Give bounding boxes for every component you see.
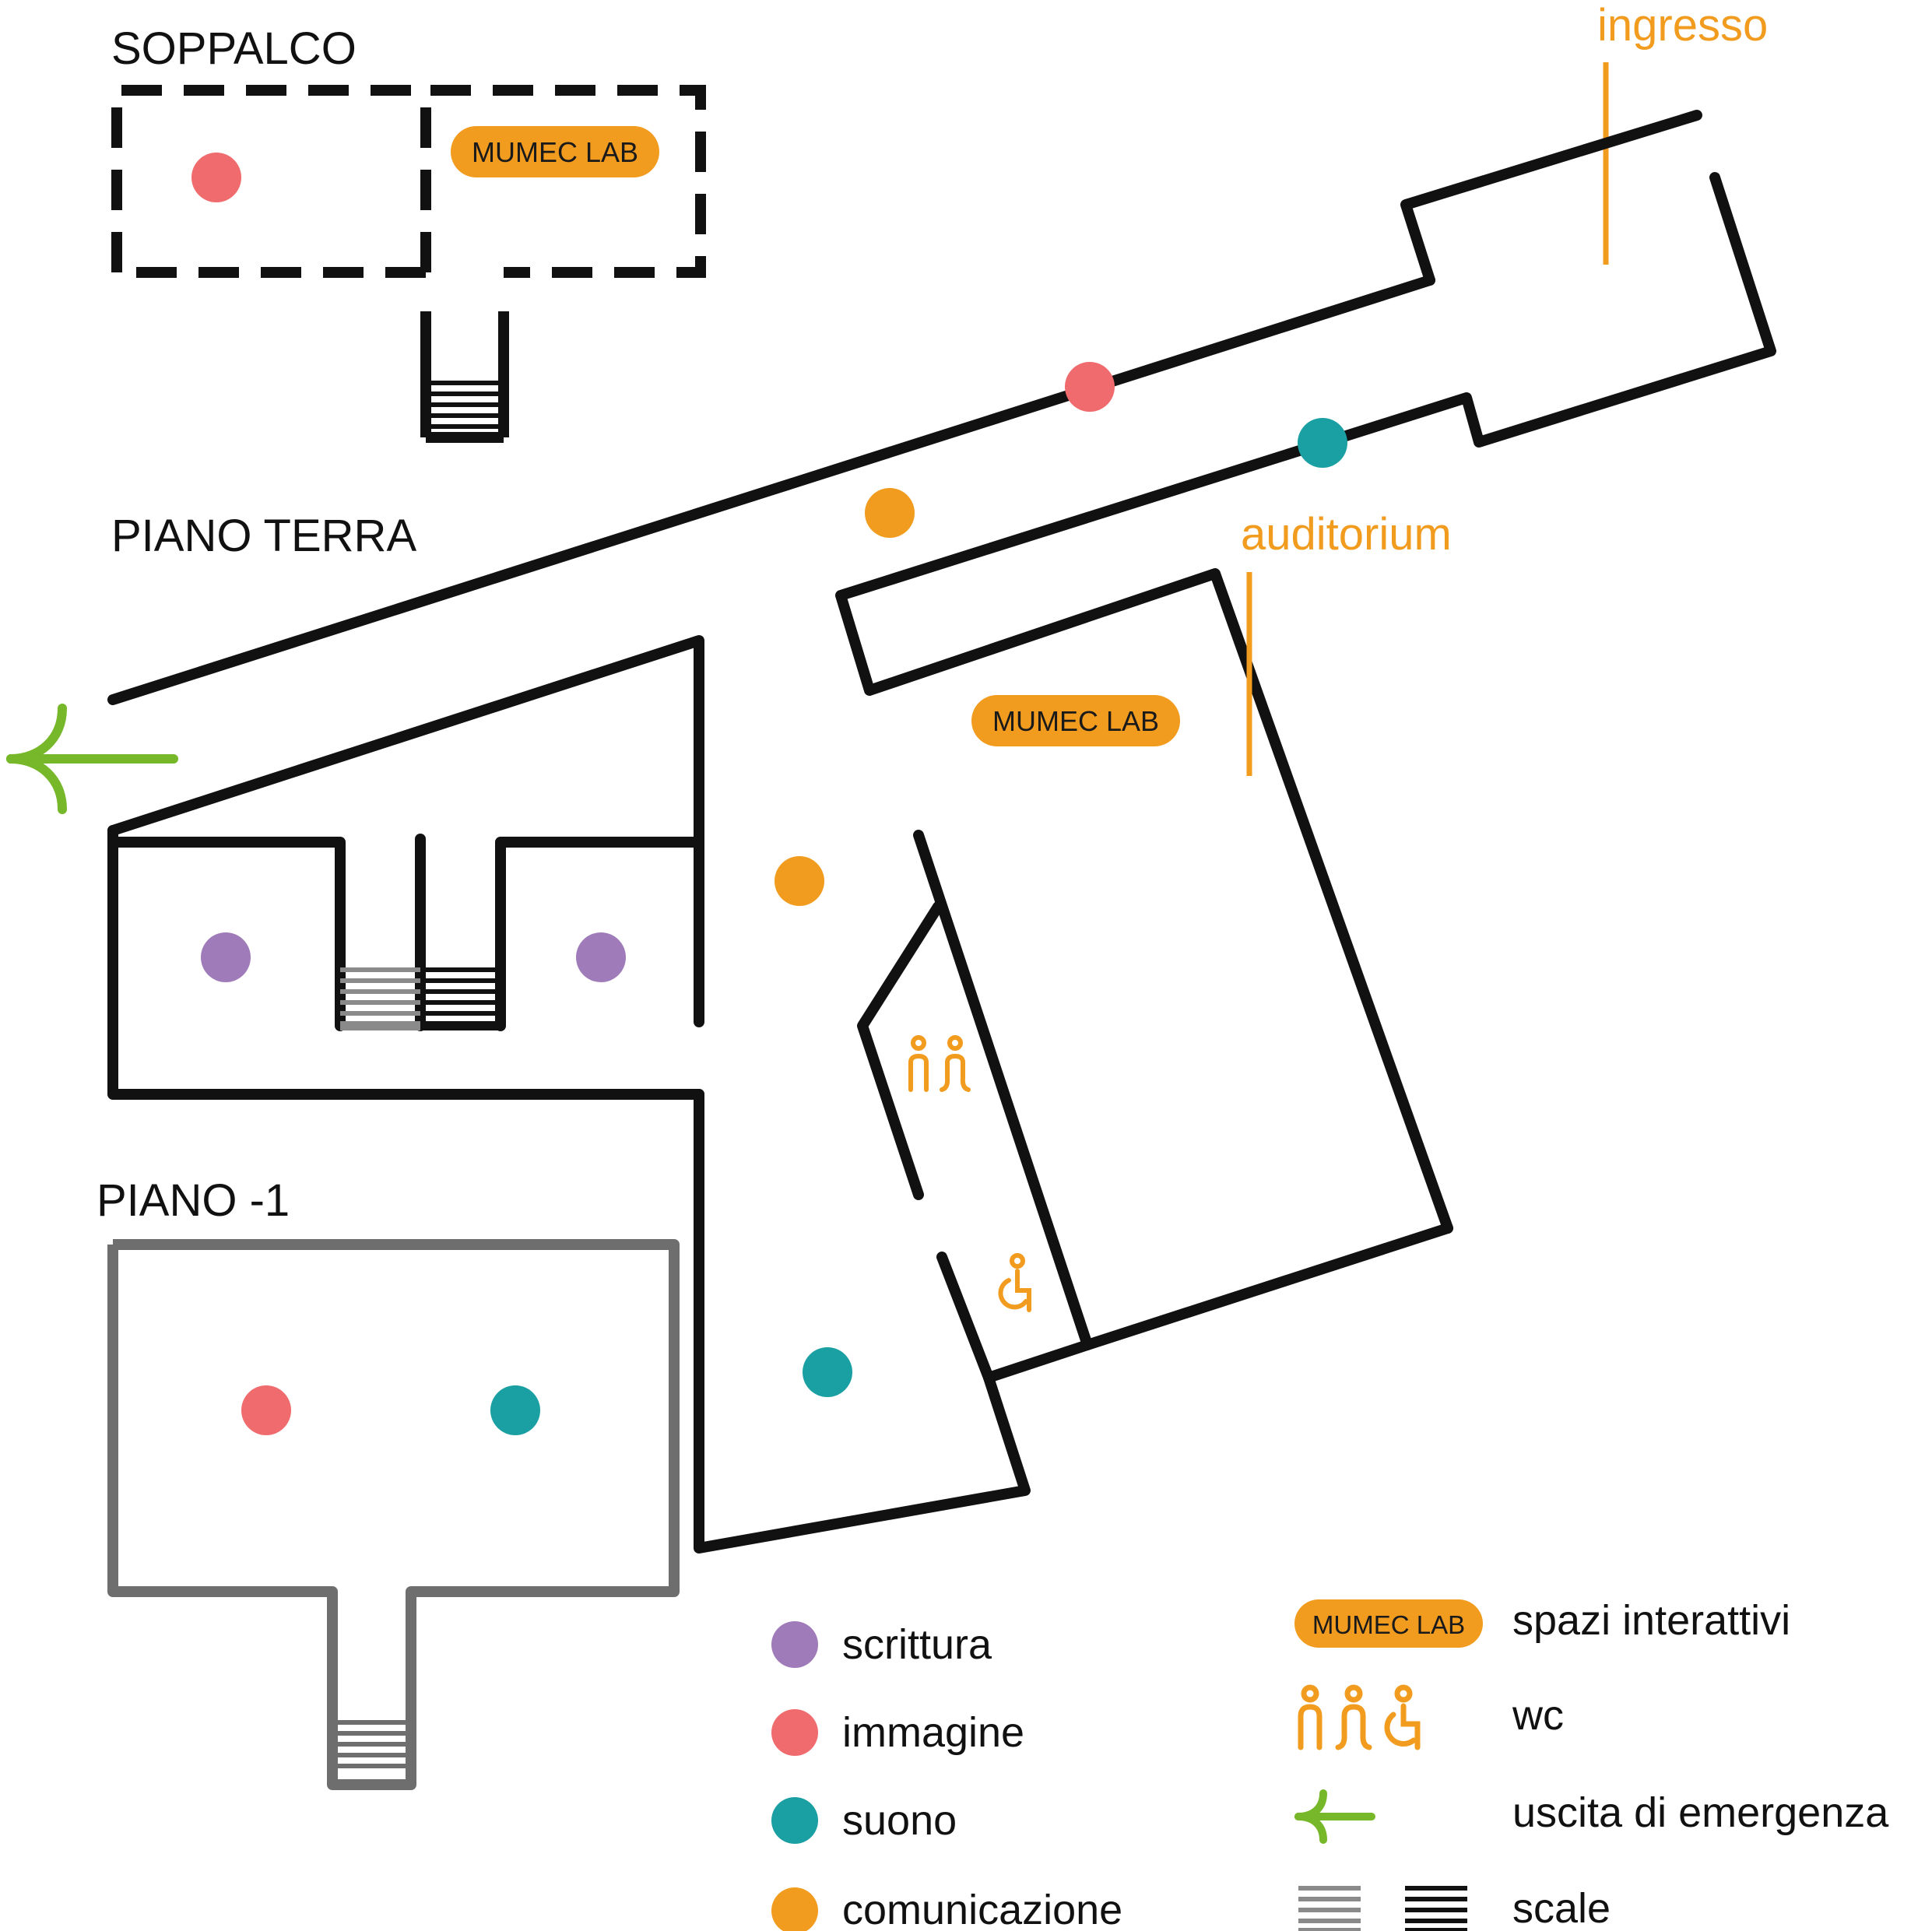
legend-badge-label: MUMEC LAB	[1312, 1610, 1465, 1639]
floor-label-piano-terra: PIANO TERRA	[111, 511, 416, 561]
legend-scale: scale	[1512, 1885, 1611, 1931]
floor-label-soppalco: SOPPALCO	[111, 23, 357, 74]
legend-wc: wc	[1512, 1692, 1564, 1739]
piano-terra-stairs-dark	[420, 967, 501, 1030]
poi-suono-piano-meno1[interactable]	[490, 1385, 540, 1435]
floor-label-piano-meno1: PIANO -1	[97, 1175, 290, 1226]
poi-immagine-soppalco[interactable]	[191, 153, 241, 202]
wc-accessible-icon	[1394, 1684, 1413, 1703]
legend-dot-immagine	[771, 1709, 818, 1756]
legend-exit-arrow-icon	[1294, 1789, 1375, 1844]
legend-wc-icons	[1298, 1684, 1421, 1750]
legend-dot-scrittura	[771, 1621, 818, 1668]
wc-male-icon	[1301, 1684, 1319, 1703]
legend-badge-mumec-lab: MUMEC LAB	[1294, 1599, 1483, 1648]
legend-dot-comunicazione	[771, 1887, 818, 1931]
poi-comunicazione-lower[interactable]	[775, 856, 824, 906]
emergency-exit-arrow-icon	[6, 704, 178, 814]
legend-stairs-grey-icon	[1298, 1886, 1361, 1931]
legend-suono: suono	[842, 1797, 957, 1844]
legend-uscita: uscita di emergenza	[1512, 1789, 1889, 1836]
legend-immagine: immagine	[842, 1709, 1024, 1756]
poi-scrittura-right[interactable]	[576, 932, 626, 982]
soppalco-outline	[111, 85, 706, 278]
poi-comunicazione-upper[interactable]	[865, 488, 915, 538]
poi-suono-corridor[interactable]	[1298, 418, 1347, 468]
wc-accessible-icon	[998, 1253, 1031, 1312]
wc-female-icon	[940, 1035, 971, 1092]
wc-male-icon	[908, 1035, 929, 1092]
soppalco-stairs	[420, 311, 509, 443]
mumec-lab-badge-piano-terra[interactable]: MUMEC LAB	[971, 695, 1180, 746]
mumec-lab-label: MUMEC LAB	[992, 705, 1159, 737]
legend-dot-suono	[771, 1797, 818, 1844]
piano-meno1-outline	[107, 1239, 680, 1790]
ingresso-label: ingresso	[1597, 0, 1768, 51]
mumec-lab-label: MUMEC LAB	[472, 136, 638, 168]
poi-scrittura-left[interactable]	[201, 932, 251, 982]
piano-terra-stairs-grey	[340, 967, 420, 1030]
wc-female-icon	[1344, 1684, 1363, 1703]
mumec-lab-badge-soppalco[interactable]: MUMEC LAB	[451, 126, 659, 177]
legend-scrittura: scrittura	[842, 1621, 992, 1668]
piano-terra-walls	[107, 110, 1776, 1554]
poi-suono-piano-terra[interactable]	[803, 1347, 852, 1397]
poi-immagine-piano-meno1[interactable]	[241, 1385, 291, 1435]
legend-stairs-dark-icon	[1405, 1886, 1467, 1931]
legend: scrittura immagine suono comunicazione M…	[771, 1597, 1889, 1931]
auditorium-label: auditorium	[1241, 509, 1452, 560]
poi-immagine-corridor[interactable]	[1065, 362, 1115, 412]
legend-spazi-interattivi: spazi interattivi	[1512, 1597, 1790, 1644]
piano-meno1-stairs	[332, 1720, 411, 1768]
legend-comunicazione: comunicazione	[842, 1887, 1122, 1931]
